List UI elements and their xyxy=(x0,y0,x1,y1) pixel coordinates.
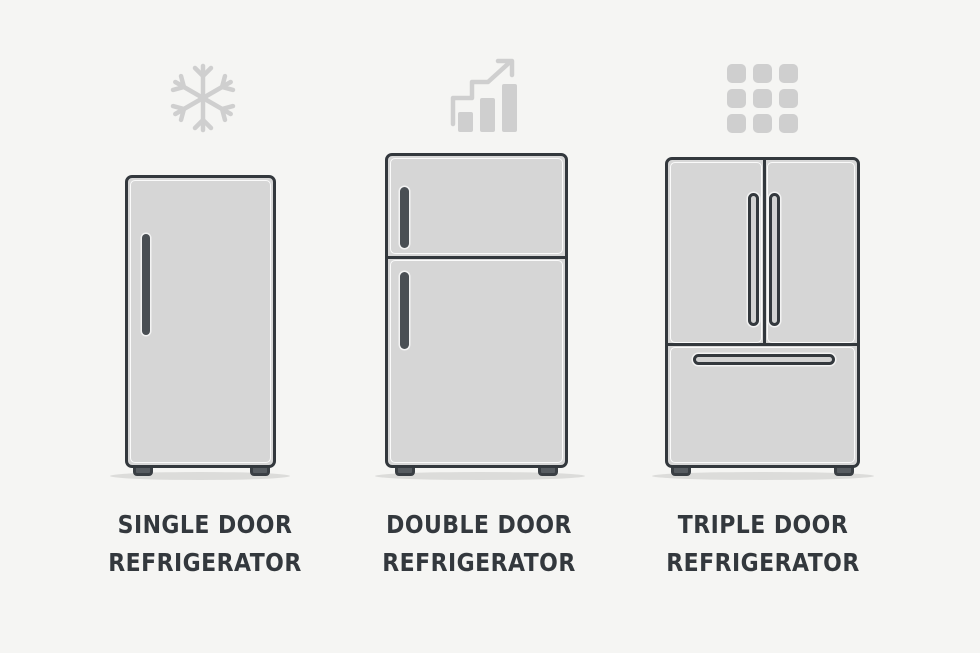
snowflake-icon xyxy=(163,63,243,134)
foot-right xyxy=(250,465,270,476)
triple-door-label: TRIPLE DOOR REFRIGERATOR xyxy=(651,506,875,582)
foot-left xyxy=(133,465,153,476)
fridge-body xyxy=(385,153,568,468)
growth-chart-icon xyxy=(450,58,517,132)
drawer-divider xyxy=(668,343,857,346)
freezer-door-handle xyxy=(400,187,409,248)
right-door-handle xyxy=(769,193,780,326)
floor-shadow xyxy=(375,472,585,480)
label-line-1: SINGLE DOOR xyxy=(117,510,293,539)
label-line-2: REFRIGERATOR xyxy=(108,548,302,577)
fridge-body xyxy=(665,157,860,468)
label-line-2: REFRIGERATOR xyxy=(382,548,576,577)
foot-right xyxy=(538,465,558,476)
right-french-door-panel xyxy=(767,162,855,343)
door-divider xyxy=(388,256,565,259)
fridge-body xyxy=(125,175,276,468)
label-line-2: REFRIGERATOR xyxy=(666,548,860,577)
grid-icon xyxy=(727,64,798,133)
left-door-handle xyxy=(748,193,759,326)
left-french-door-panel xyxy=(670,162,762,343)
door-panel xyxy=(130,180,271,463)
fridge-door-panel xyxy=(390,260,563,463)
label-line-1: DOUBLE DOOR xyxy=(386,510,572,539)
single-door-label: SINGLE DOOR REFRIGERATOR xyxy=(95,506,315,582)
door-handle xyxy=(142,234,150,335)
double-door-label: DOUBLE DOOR REFRIGERATOR xyxy=(367,506,591,582)
foot-left xyxy=(671,465,691,476)
french-door-divider xyxy=(763,160,766,346)
floor-shadow xyxy=(110,472,290,480)
fridge-door-handle xyxy=(400,272,409,349)
label-line-1: TRIPLE DOOR xyxy=(677,510,849,539)
floor-shadow xyxy=(652,472,874,480)
foot-left xyxy=(395,465,415,476)
freezer-drawer-panel xyxy=(670,347,855,463)
foot-right xyxy=(834,465,854,476)
freezer-door-panel xyxy=(390,158,563,254)
drawer-handle xyxy=(693,354,835,365)
